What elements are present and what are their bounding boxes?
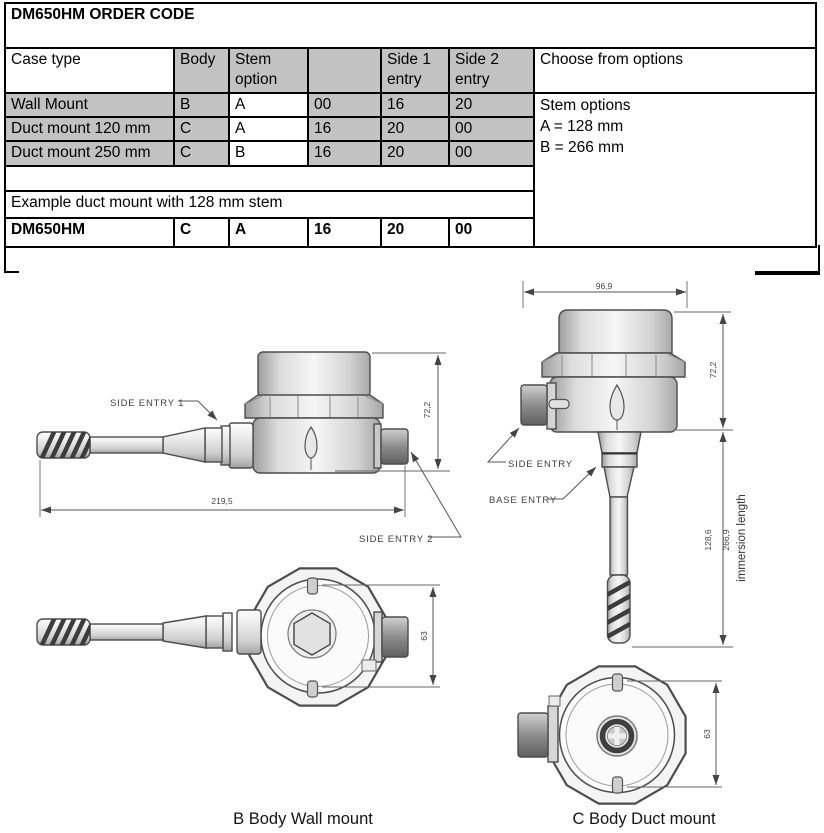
cell-side1: 20 [380, 217, 450, 248]
wall-mount-front-dimensions: 63 [322, 584, 440, 688]
table-row: Wall Mount B A 00 16 20 Stem options A =… [4, 92, 817, 248]
side-entry-1-label: SIDE ENTRY 1 [110, 398, 184, 409]
dim-height-label: 72,2 [708, 361, 718, 378]
header-side2-entry: Side 2 entry [448, 47, 535, 94]
side-entry-port [520, 384, 548, 426]
duct-mount-side-dimensions: 96,9 72,2 128,6 266,9 immersion length S… [486, 281, 748, 648]
side-port [381, 616, 409, 658]
example-note: Example duct mount with 128 mm stem [4, 190, 535, 219]
dim-stem-a-label: 128,6 [703, 529, 713, 551]
table-header-row: Case type Body Stem option Side 1 entry … [4, 47, 817, 94]
cell-body: B [173, 92, 230, 118]
base-entry-label: BASE ENTRY [489, 495, 557, 506]
side-entry-2-port [380, 428, 409, 465]
immersion-length-label: immersion length [736, 494, 748, 582]
cell-stem: A [228, 116, 309, 142]
table-row: Duct mount 120 mm C A 16 20 00 [4, 116, 816, 142]
cell-side1: 20 [380, 116, 450, 142]
dim-height-label: 72,2 [422, 401, 432, 418]
header-side1-entry: Side 1 entry [380, 47, 450, 94]
cell-body: C [173, 116, 230, 142]
cell-stem: A [228, 92, 309, 118]
example-note-row: Example duct mount with 128 mm stem [4, 190, 816, 219]
stem-options-panel: Stem options A = 128 mm B = 266 mm [533, 92, 817, 248]
screw-ring [599, 718, 635, 754]
peg-bottom [306, 680, 319, 698]
duct-mount-side-view [520, 309, 686, 644]
side-port [517, 712, 549, 758]
probe-tip-hatch [38, 619, 90, 645]
spacer-cell [4, 165, 535, 192]
probe-tip-hatch [38, 432, 90, 458]
header-body: Body [173, 47, 230, 94]
side-entry-1-leader [178, 400, 218, 421]
peg-bottom [611, 776, 624, 794]
header-blank [307, 47, 382, 94]
cell-side2: 00 [448, 140, 535, 167]
entry-pin [548, 398, 570, 410]
side-entry-2-label: SIDE ENTRY 2 [359, 534, 433, 545]
dim-diameter-label: 63 [419, 631, 429, 641]
wall-mount-side-dimensions: 72,2 219,5 SIDE ENTRY 1 SIDE ENTRY 2 [39, 352, 462, 545]
stem-option-b: B = 266 mm [540, 139, 624, 156]
order-code-table: DM650HM ORDER CODE Case type Body Stem o… [4, 2, 817, 248]
side-entry-leader [486, 427, 520, 463]
cell-side2: 20 [448, 92, 535, 118]
peg-top [306, 577, 319, 595]
duct-mount-caption: C Body Duct mount [572, 810, 715, 828]
hex-plug [293, 612, 331, 656]
cell-extra: 16 [307, 140, 382, 167]
cell-side2: 00 [448, 217, 535, 248]
cell-extra: 16 [307, 217, 382, 248]
page-title: DM650HM ORDER CODE [4, 2, 817, 49]
cell-stem: A [228, 217, 309, 248]
peg-top [611, 673, 624, 692]
dim-diameter-label: 63 [702, 729, 712, 739]
stem-option-a: A = 128 mm [540, 118, 624, 135]
wall-mount-side-view [36, 351, 409, 474]
probe-tip-hatch [607, 579, 630, 640]
cell-side1: 20 [380, 140, 450, 167]
dim-width-label: 96,9 [596, 281, 613, 291]
cell-body: C [173, 140, 230, 167]
wall-mount-caption: B Body Wall mount [233, 810, 373, 828]
cell-case-type: Duct mount 120 mm [4, 116, 175, 142]
duct-mount-bottom-dimensions: 63 [627, 680, 722, 788]
cell-extra: 16 [307, 116, 382, 142]
cell-side2: 00 [448, 116, 535, 142]
duct-mount-bottom-view [517, 665, 687, 805]
header-case-type: Case type [4, 47, 175, 94]
cell-model: DM650HM [4, 217, 175, 248]
header-stem-option: Stem option [228, 47, 309, 94]
spacer-row [4, 165, 816, 192]
side-entry-label: SIDE ENTRY [508, 459, 573, 470]
choose-options-header: Choose from options [533, 47, 817, 94]
side-entry-2-leader [410, 451, 462, 538]
dim-length-label: 219,5 [211, 496, 233, 506]
cell-case-type: Duct mount 250 mm [4, 140, 175, 167]
cell-extra: 00 [307, 92, 382, 118]
page-frame-fragment [4, 245, 820, 275]
example-code-row: DM650HM C A 16 20 00 [4, 217, 816, 248]
table-row: Duct mount 250 mm C B 16 20 00 [4, 140, 816, 167]
dim-stem-b-label: 266,9 [721, 529, 731, 551]
cell-stem: B [228, 140, 309, 167]
base-entry-leader [548, 466, 597, 500]
stem-options-title: Stem options [540, 97, 631, 114]
wall-mount-front-view [36, 567, 409, 707]
cell-case-type: Wall Mount [4, 92, 175, 118]
cell-side1: 16 [380, 92, 450, 118]
cell-body: C [173, 217, 230, 248]
